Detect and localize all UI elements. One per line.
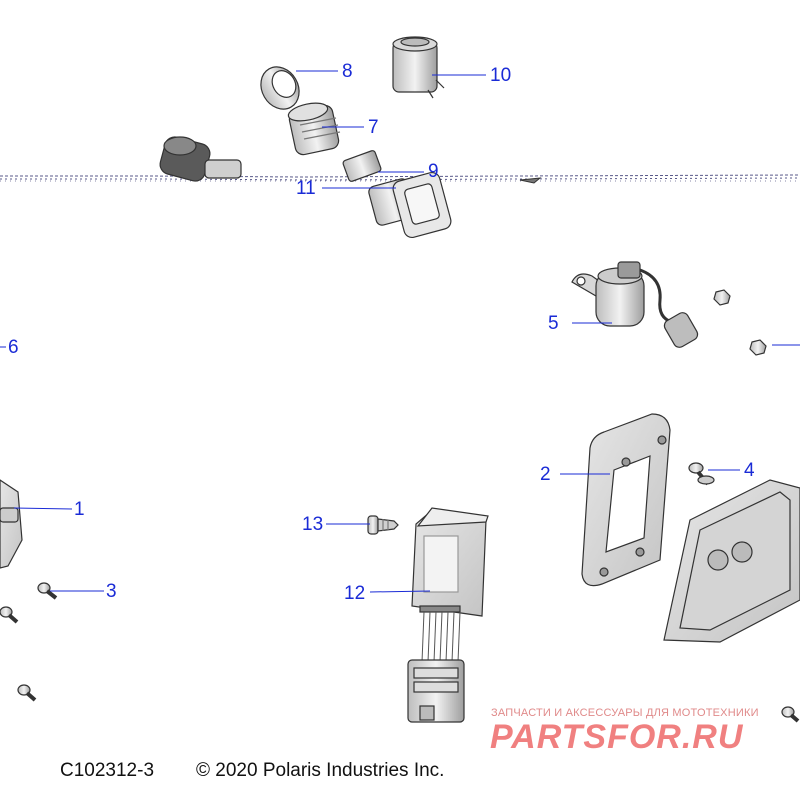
watermark-tagline: ЗАПЧАСТИ И АКСЕССУАРЫ ДЛЯ МОТОТЕХНИКИ bbox=[491, 707, 759, 719]
part-7-switch-housing bbox=[287, 102, 341, 156]
callout-10: 10 bbox=[490, 65, 512, 86]
callout-7: 7 bbox=[368, 117, 379, 138]
part-3-bolt bbox=[37, 582, 58, 600]
part-10-relay bbox=[392, 36, 445, 99]
callout-13: 13 bbox=[302, 514, 324, 535]
leader-lines bbox=[0, 70, 800, 593]
part-8-lock-ring bbox=[260, 66, 300, 110]
harness-clip bbox=[519, 177, 542, 184]
callout-11: 11 bbox=[296, 178, 316, 199]
part-12-control-module bbox=[407, 507, 489, 723]
part-4-bolt bbox=[688, 462, 715, 486]
bolt-left-2 bbox=[0, 606, 19, 624]
part-2-bracket bbox=[581, 413, 671, 587]
callout-3: 3 bbox=[106, 581, 117, 602]
copyright: © 2020 Polaris Industries Inc. bbox=[196, 760, 445, 781]
bolt-right-bottom bbox=[781, 706, 800, 723]
part-9-connector bbox=[342, 150, 382, 182]
nut-upper-right bbox=[713, 289, 731, 306]
part-5-sensor bbox=[571, 261, 699, 348]
callout-5: 5 bbox=[548, 313, 559, 334]
part-13-screw bbox=[367, 515, 399, 535]
bolt-left-3 bbox=[17, 684, 37, 702]
callout-9: 9 bbox=[428, 161, 439, 182]
callout-4: 4 bbox=[744, 460, 755, 481]
ignition-switch bbox=[159, 136, 242, 182]
callout-6: 6 bbox=[8, 337, 19, 358]
callout-1: 1 bbox=[74, 499, 85, 520]
callout-2: 2 bbox=[540, 464, 551, 485]
watermark-logo: PARTSFOR.RU bbox=[490, 718, 744, 756]
part-1-module bbox=[0, 479, 23, 569]
callout-8: 8 bbox=[342, 61, 353, 82]
part-11-connector-socket bbox=[368, 171, 452, 239]
callout-12: 12 bbox=[344, 583, 366, 604]
drawing-code: C102312-3 bbox=[60, 760, 155, 781]
ribbon-wires bbox=[421, 611, 461, 663]
nut-right bbox=[749, 339, 767, 356]
ecu-module bbox=[663, 479, 800, 643]
